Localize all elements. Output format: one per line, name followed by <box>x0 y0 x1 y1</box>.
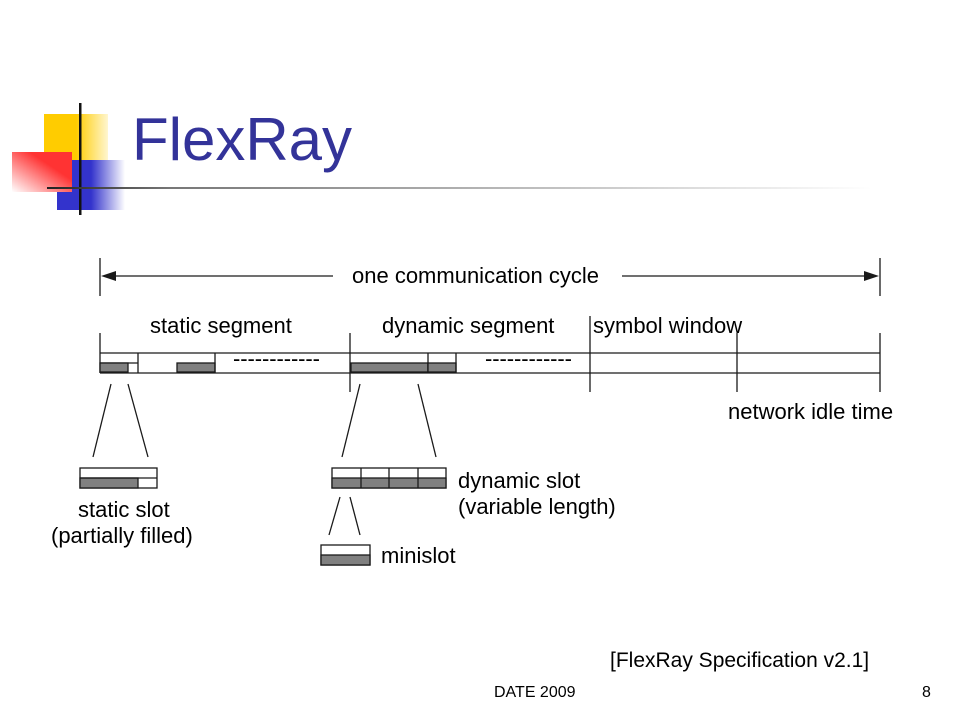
zoom-line <box>349 496 361 536</box>
static-slot-note: (partially filled) <box>51 523 193 548</box>
cycle-arrow-right-head <box>864 271 879 281</box>
zoom-line <box>341 383 361 458</box>
symbol-window-label: symbol window <box>593 313 742 338</box>
cycle-label: one communication cycle <box>352 263 599 288</box>
zoom-line <box>417 383 437 458</box>
logo-vertical-line <box>79 103 82 215</box>
static-segment-label: static segment <box>150 313 292 338</box>
segment-bar: ------------ ------------ <box>99 316 881 392</box>
dynamic-slot-note: (variable length) <box>458 494 616 519</box>
dynamic-minislot-payload <box>427 362 457 373</box>
slide-title: FlexRay <box>132 106 352 173</box>
minislot-payload <box>320 554 371 566</box>
logo-red-square <box>12 152 72 192</box>
zoom-line <box>127 383 149 458</box>
slide-logo <box>12 103 872 215</box>
dynamic-slot-detail: dynamic slot (variable length) <box>331 383 616 519</box>
cycle-arrow-left-head <box>101 271 116 281</box>
zoom-line <box>92 383 112 458</box>
page-number: 8 <box>922 684 931 701</box>
minislot-detail: minislot <box>320 496 456 568</box>
static-slot-payload <box>79 477 139 489</box>
minislot-label: minislot <box>381 543 456 568</box>
dynamic-continuation-dashes: ------------ <box>485 346 572 371</box>
footer-date: DATE 2009 <box>494 684 576 701</box>
zoom-line <box>328 496 341 536</box>
title-underline <box>47 187 872 189</box>
dynamic-segment-label: dynamic segment <box>382 313 554 338</box>
static-slot-3-payload <box>176 362 216 373</box>
static-slot-detail: static slot (partially filled) <box>51 383 193 548</box>
citation: [FlexRay Specification v2.1] <box>610 649 869 672</box>
static-slot-label: static slot <box>78 497 170 522</box>
network-idle-time-label: network idle time <box>728 399 893 424</box>
dynamic-slot-payload <box>350 362 429 373</box>
static-slot-1-payload <box>99 362 129 373</box>
communication-cycle-span: one communication cycle <box>99 258 881 296</box>
dynamic-slot-label: dynamic slot <box>458 468 580 493</box>
static-continuation-dashes: ------------ <box>233 346 320 371</box>
